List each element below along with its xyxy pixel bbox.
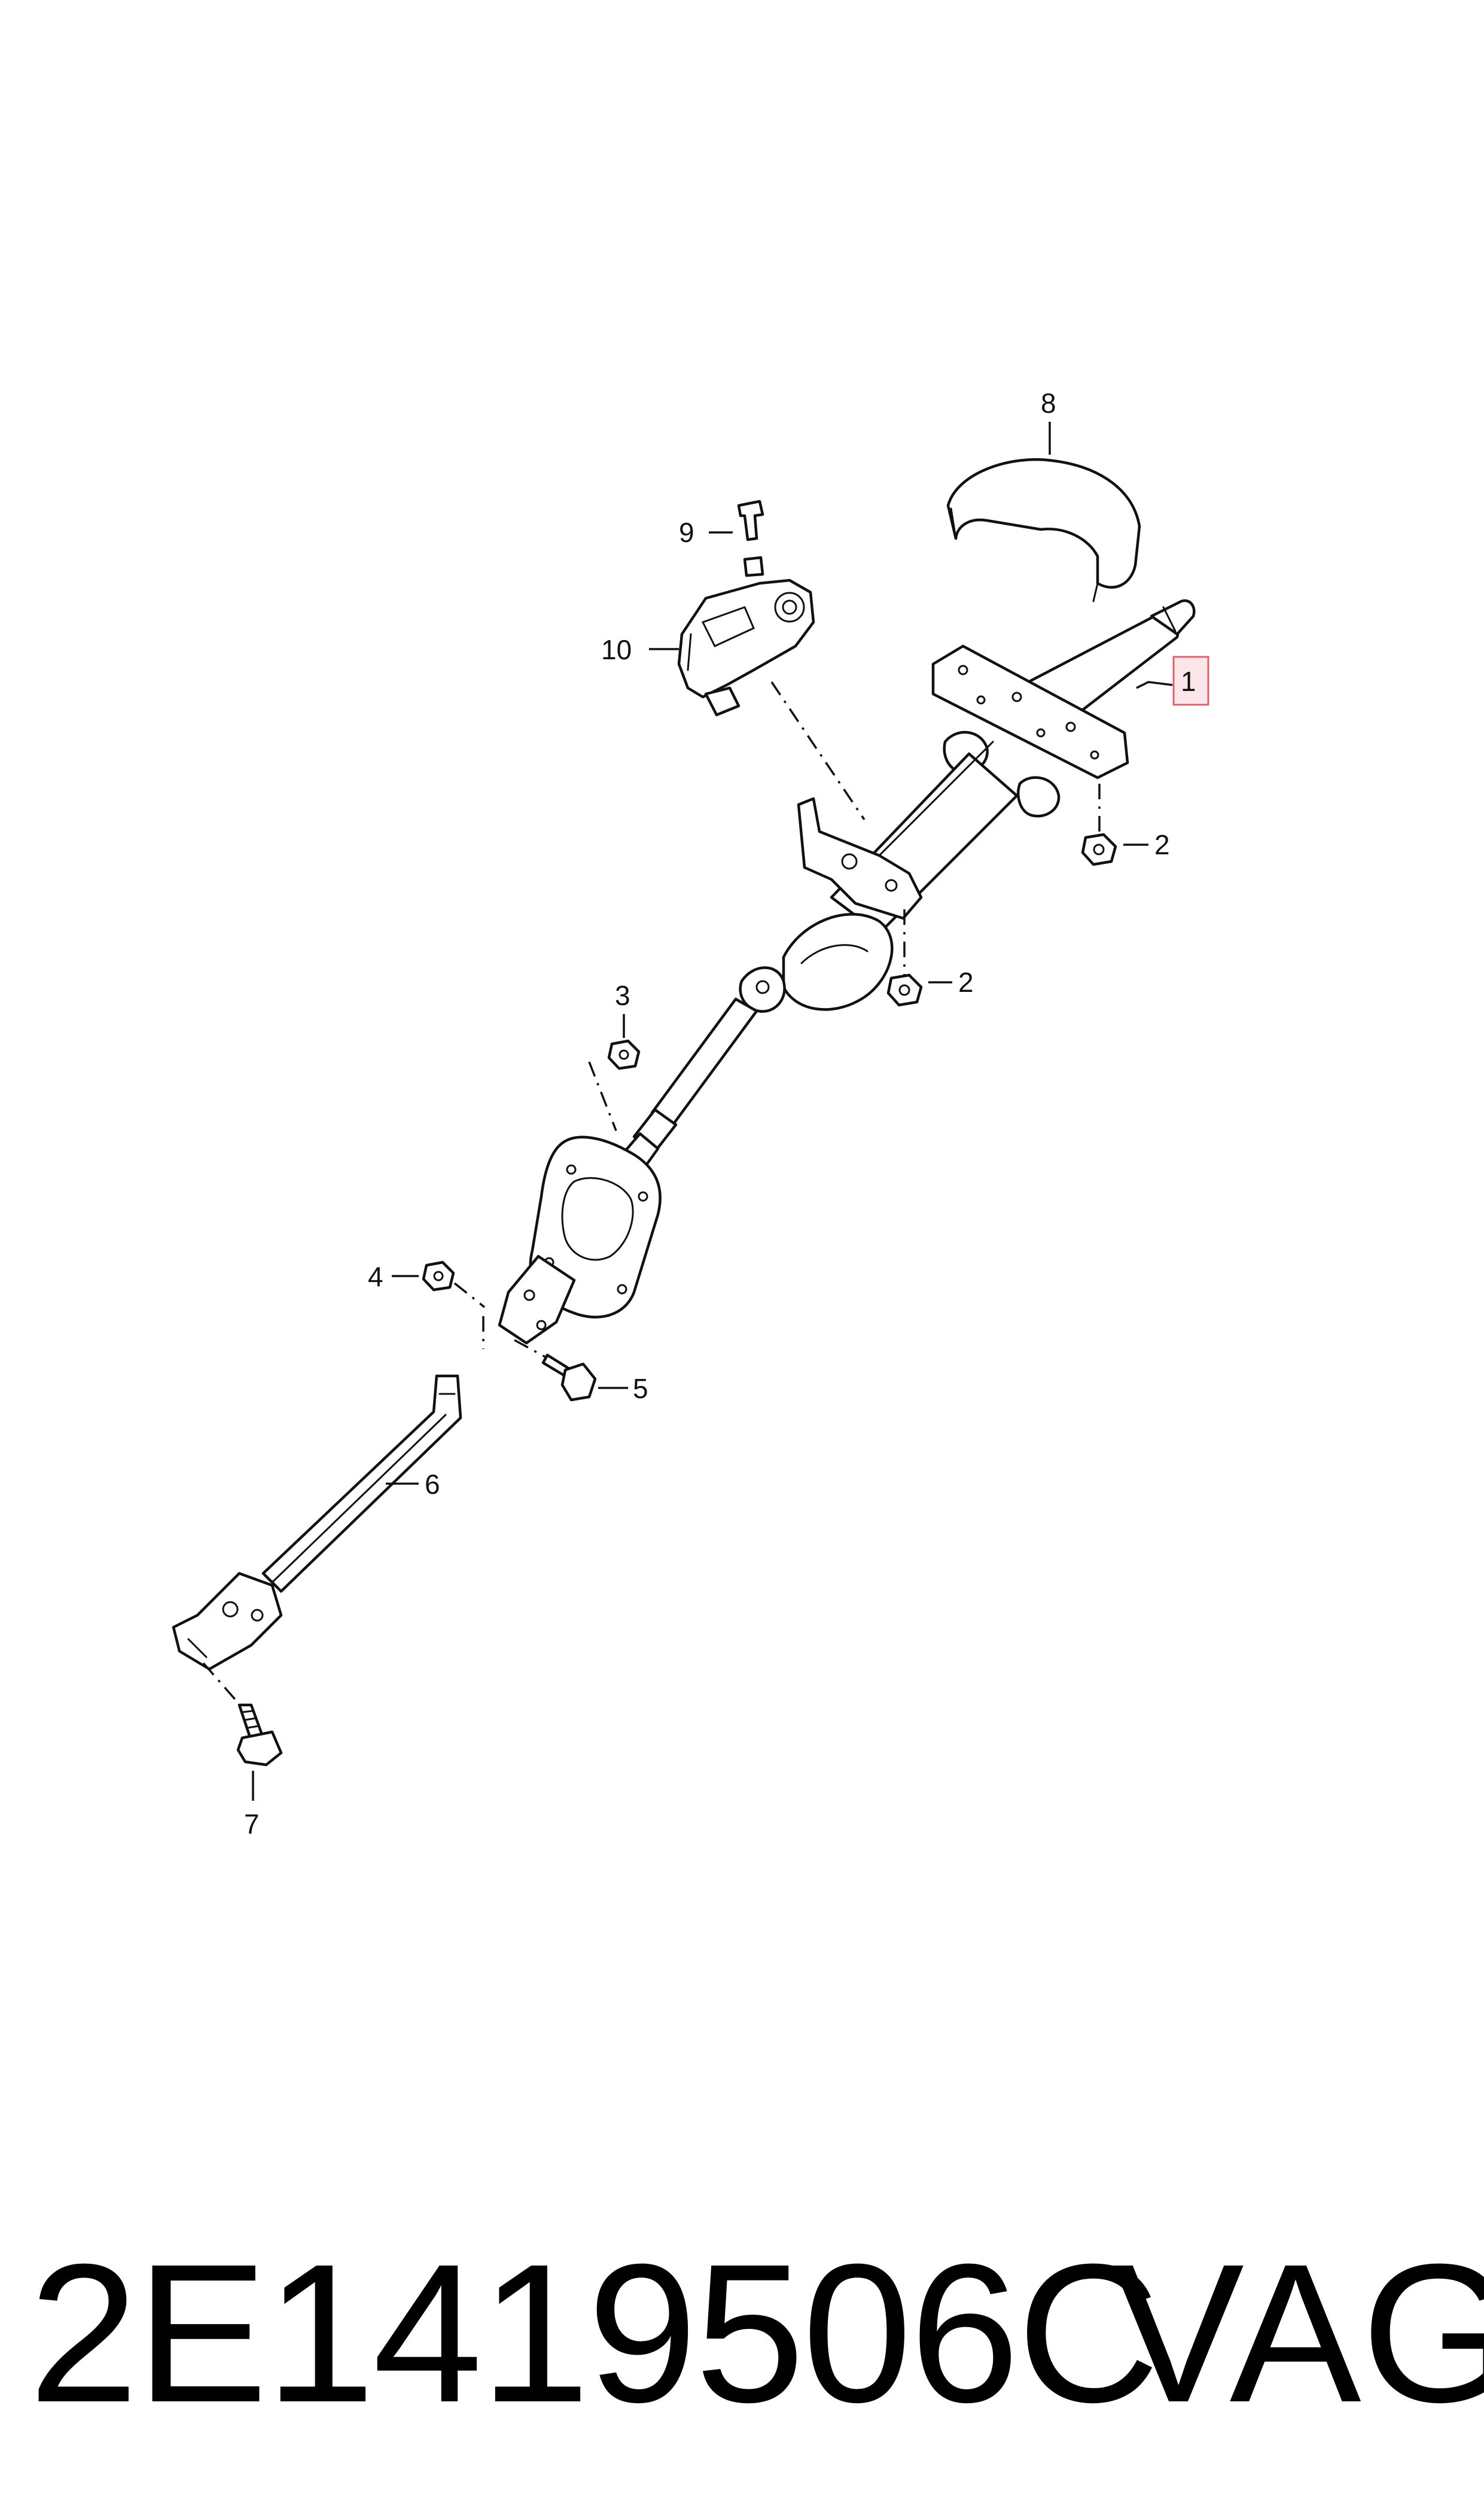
assembly-line-4 (453, 1282, 486, 1308)
part-number: 2E1419506C (29, 2222, 1160, 2443)
callout-2-lower[interactable]: 2 (958, 967, 974, 998)
part-7-bolt (236, 1703, 283, 1767)
callout-6[interactable]: 6 (425, 1469, 440, 1500)
part-9-clip (737, 500, 764, 577)
part-1-steering-column (739, 599, 1196, 1013)
part-8-column-cover (946, 458, 1141, 602)
callout-2-upper[interactable]: 2 (1154, 829, 1170, 860)
callout-1[interactable]: 1 (1181, 666, 1196, 697)
callout-8[interactable]: 8 (1041, 388, 1056, 419)
part-2-nut-lower (886, 973, 923, 1007)
part-2-nut-upper (1081, 833, 1117, 866)
callout-10[interactable]: 10 (601, 634, 632, 665)
part-3-nut (607, 1039, 641, 1070)
intermediate-shaft (620, 997, 758, 1171)
part-5-bolt (541, 1353, 597, 1402)
assembly-line-5 (514, 1339, 548, 1359)
part-10-lock-module (677, 578, 815, 717)
assembly-line-7 (202, 1662, 246, 1712)
callout-3[interactable]: 3 (615, 980, 630, 1011)
callout-9[interactable]: 9 (679, 517, 694, 548)
footer: 2E1419506C VAG (0, 2225, 1484, 2441)
bulkhead-seal-boot (498, 1135, 662, 1345)
callout-1-highlight (1172, 656, 1209, 706)
part-6-lower-shaft (172, 1374, 462, 1671)
assembly-line-3 (588, 1061, 617, 1131)
assembly-line-10-to-1 (770, 681, 866, 820)
callout-7[interactable]: 7 (244, 1808, 260, 1840)
brand-label: VAG (1113, 2222, 1484, 2443)
callout-5[interactable]: 5 (633, 1373, 648, 1404)
callout-4[interactable]: 4 (368, 1261, 383, 1292)
part-4-nut (422, 1260, 455, 1292)
